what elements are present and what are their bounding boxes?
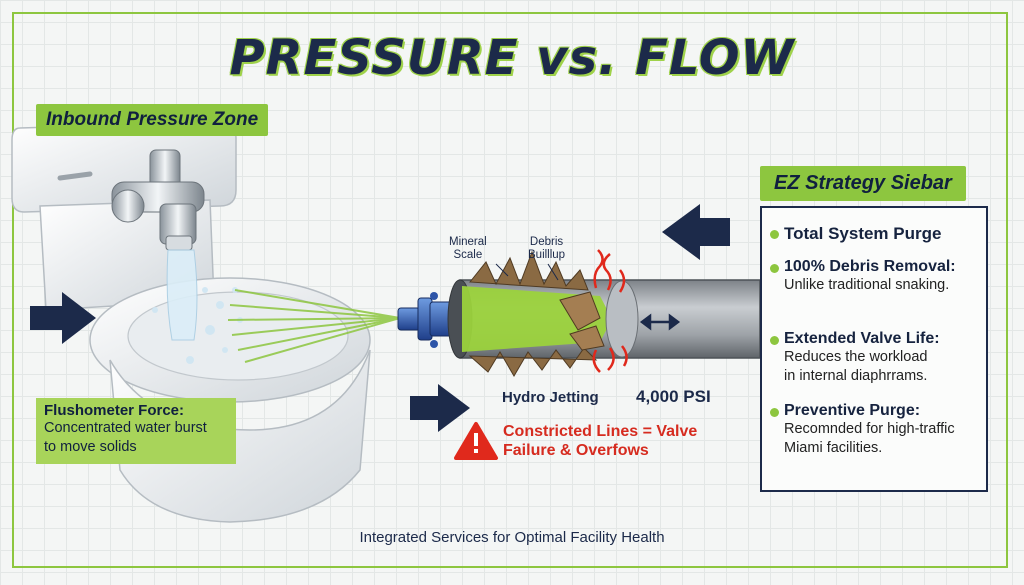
bullet-dot-icon (770, 408, 779, 417)
sidebar-item-head: Preventive Purge: (784, 402, 921, 419)
flushometer-title: Flushometer Force: (44, 402, 185, 419)
strategy-sidebar: Total System Purge 100% Debris Removal: … (760, 206, 988, 492)
red-pressure-lines (592, 249, 628, 373)
sidebar-item-desc: Unlike traditional snaking. (784, 277, 950, 293)
sidebar-item-head: Total System Purge (784, 224, 942, 243)
hydro-jetting-label: Hydro Jetting (502, 389, 599, 406)
callout-lines (495, 263, 559, 281)
sidebar-item-head: Extended Valve Life: (784, 330, 940, 347)
water-stream (152, 249, 243, 364)
arrow-right-icon (30, 292, 96, 344)
debris-buildup-label: Debris Builllup (528, 236, 565, 262)
debris-label-line2: Builllup (528, 249, 566, 261)
warning-icon (454, 422, 498, 460)
sidebar-item-preventive-purge: Preventive Purge: Recomnded for high-tra… (770, 402, 980, 458)
ez-strategy-sidebar-tag: EZ Strategy Siebar (760, 166, 966, 201)
warning-line2: Failure & Overfows (503, 442, 649, 459)
sidebar-item-total-purge: Total System Purge (770, 224, 980, 244)
mineral-label-line1: Mineral (449, 236, 487, 248)
sidebar-item-debris-removal: 100% Debris Removal: Unlike traditional … (770, 258, 980, 295)
warning-line1: Constricted Lines = Valve (503, 423, 698, 440)
warning-text: Constricted Lines = Valve Failure & Over… (503, 422, 743, 460)
mineral-scale-label: Mineral Scale (449, 236, 487, 262)
arrow-left-icon (662, 204, 730, 260)
double-arrow-icon (639, 313, 681, 331)
flushometer-callout: Flushometer Force: Concentrated water bu… (36, 398, 236, 464)
inbound-pressure-zone-tag: Inbound Pressure Zone (36, 104, 269, 136)
sidebar-item-desc: in internal diaphrrams. (784, 368, 928, 384)
debris-buildup (468, 250, 605, 377)
psi-label: 4,000 PSI (636, 387, 711, 406)
sidebar-item-desc: Miami facilities. (784, 440, 883, 456)
sidebar-item-desc: Reduces the workload (784, 349, 928, 365)
infographic-frame (12, 12, 1008, 568)
bullet-dot-icon (770, 230, 779, 239)
flushometer-desc-line1: Concentrated water burst (44, 420, 207, 436)
arrow-right-icon (410, 384, 470, 432)
sidebar-item-head: 100% Debris Removal: (784, 258, 956, 275)
bullet-dot-icon (770, 264, 779, 273)
debris-label-line1: Debris (529, 236, 564, 248)
flushometer-valve (111, 149, 205, 251)
sidebar-item-valve-life: Extended Valve Life: Reduces the workloa… (770, 330, 980, 386)
jetting-nozzle (397, 292, 453, 348)
footer-tagline: Integrated Services for Optimal Facility… (359, 529, 665, 546)
spray-beams (227, 289, 401, 363)
page-title: PRESSURE vs. FLOW (229, 30, 795, 86)
bullet-dot-icon (770, 336, 779, 345)
flushometer-desc-line2: to move solids (44, 439, 137, 455)
mineral-label-line2: Scale (453, 249, 483, 261)
sidebar-item-desc: Recomnded for high-traffic (784, 421, 955, 437)
